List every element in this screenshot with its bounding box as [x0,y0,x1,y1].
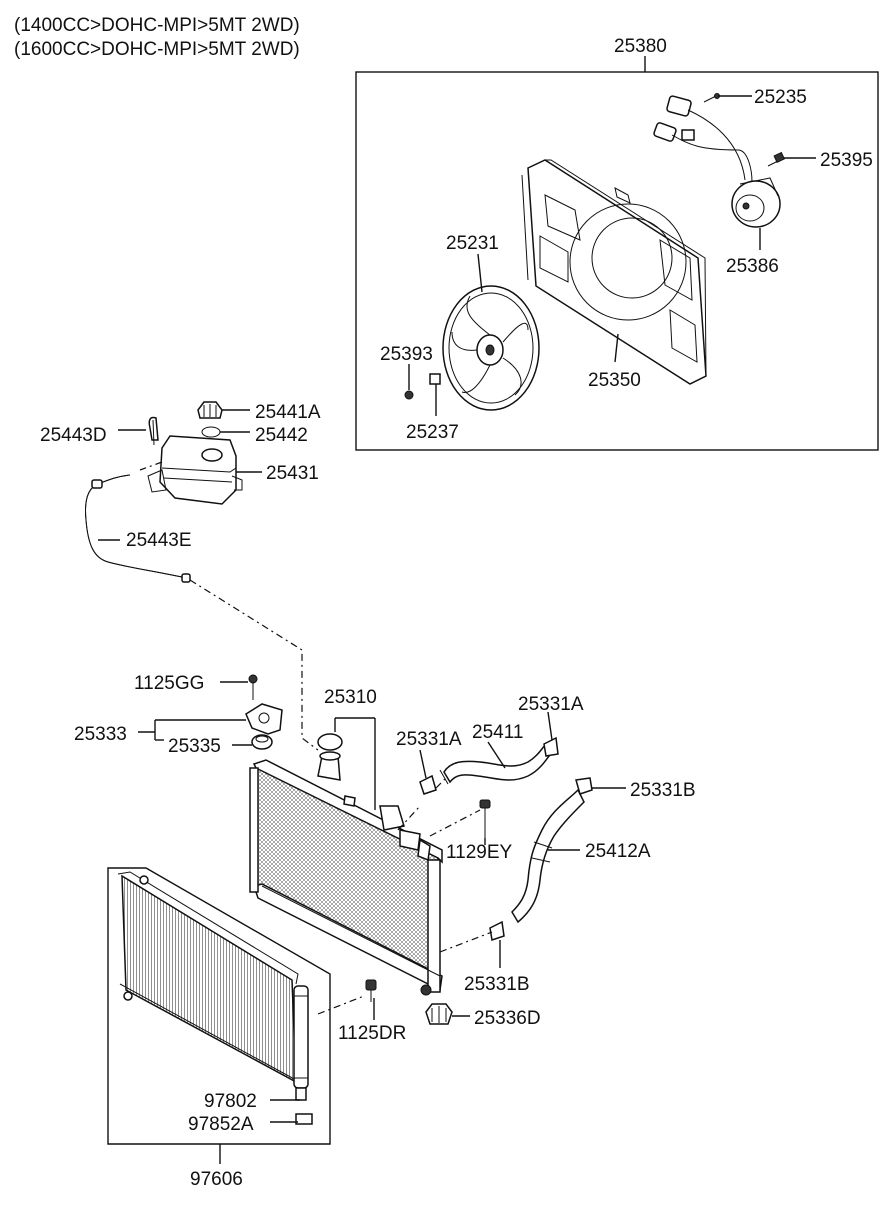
reservoir-tank-25431 [147,435,243,505]
label-25443E: 25443E [126,530,192,551]
mount-bracket-25333 [245,703,283,735]
motor-connector-25235 [653,95,753,183]
label-25386: 25386 [726,256,779,277]
clamp-25331A-left [419,774,437,795]
label-25331B-top: 25331B [630,780,696,801]
receiver-drier-97802 [293,985,309,1101]
label-25336D: 25336D [474,1008,541,1029]
lower-hose-25412A [511,788,585,924]
model-header: (1400CC>DOHC-MPI>5MT 2WD) (1600CC>DOHC-M… [14,14,300,62]
label-25235: 25235 [754,87,807,108]
condenser-frame [107,867,331,1145]
label-25350: 25350 [588,370,641,391]
overflow-hose-25443E [85,474,191,583]
label-25380: 25380 [614,36,667,57]
clamp-25331B-bottom [489,920,505,941]
bolt-1129EY [479,799,491,838]
washer-25237 [429,373,441,385]
screw-25395 [767,151,785,167]
model-line-1600cc: (1600CC>DOHC-MPI>5MT 2WD) [14,39,300,60]
insulator-25335 [251,734,273,750]
label-25393: 25393 [380,344,433,365]
clamp-25331A-right [543,736,559,757]
label-25331A-right: 25331A [518,694,584,715]
fan-shroud-25350 [521,159,707,385]
drain-plug-25336D [425,1003,453,1025]
label-97802: 97802 [204,1091,257,1112]
bolt-1125GG [248,674,258,700]
condenser-97606-group [107,867,377,1164]
screw-25235 [703,93,720,103]
label-25443D: 25443D [40,425,107,446]
fan-shroud-assembly-group [355,56,879,451]
label-97852A: 97852A [188,1114,254,1135]
label-25231: 25231 [446,233,499,254]
upper-hose-25411 [439,742,553,785]
fan-assembly-frame [355,71,879,451]
label-25237: 25237 [406,422,459,443]
label-1125GG: 1125GG [134,673,204,694]
label-1129EY: 1129EY [446,842,513,863]
hose-route-dashline-2 [139,461,163,471]
label-25411: 25411 [472,722,523,743]
label-97606: 97606 [190,1169,243,1190]
hose-route-dashline [189,579,319,751]
condenser-core [121,874,297,1084]
label-25441A: 25441A [255,402,321,423]
label-25333: 25333 [74,724,127,745]
label-25335: 25335 [168,736,221,757]
label-25395: 25395 [820,150,873,171]
radiator-25310-group [138,674,443,996]
fan-blade-25231 [442,285,540,411]
label-25331A-left: 25331A [396,729,462,750]
label-1125DR: 1125DR [338,1023,406,1044]
reservoir-cap-25441A [197,401,223,419]
cap-97852A [295,1113,313,1125]
clamp-25331B-top [575,777,593,795]
nut-25393 [404,390,414,400]
radiator-cap [317,733,343,781]
label-25431: 25431 [266,463,319,484]
model-line-1400cc: (1400CC>DOHC-MPI>5MT 2WD) [14,15,300,36]
oring-25442 [201,426,221,438]
hose-25443D [148,416,159,446]
label-25310: 25310 [324,687,377,708]
label-25412A: 25412A [585,841,651,862]
label-25331B-bottom: 25331B [464,974,530,995]
label-25442: 25442 [255,425,308,446]
bolt-1125DR [365,979,377,1002]
fan-motor-25386 [731,177,781,228]
coolant-reservoir-group [85,401,262,583]
